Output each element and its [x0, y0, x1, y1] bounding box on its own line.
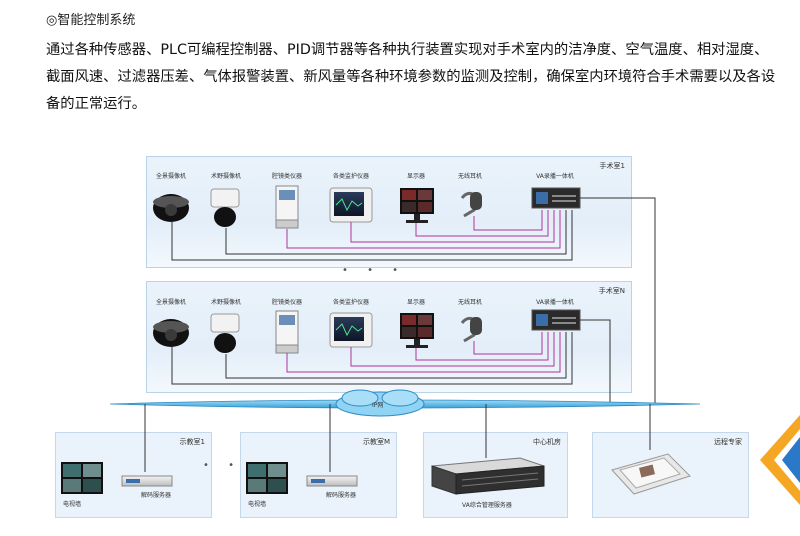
- label-decoder: 解码服务器: [326, 492, 357, 499]
- section-heading: ◎智能控制系统: [46, 13, 136, 28]
- label-decoder: 解码服务器: [141, 492, 172, 499]
- label-panoramic-camera: 全景摄像机: [155, 299, 187, 306]
- corner-decoration-icon: [760, 415, 800, 505]
- field-camera-icon: [210, 188, 240, 227]
- label-display: 显示器: [406, 299, 426, 306]
- label-endoscope: 腔镜类仪器: [271, 299, 303, 306]
- label-display: 显示器: [406, 173, 426, 180]
- tv-wall-icon: [246, 462, 288, 494]
- label-field-camera: 术野摄像机: [210, 173, 242, 180]
- decoder-server-icon: [121, 475, 173, 487]
- ip-network-band: [109, 389, 701, 417]
- label-panoramic-camera: 全景摄像机: [155, 173, 187, 180]
- ellipsis-teaching: • • •: [203, 460, 268, 471]
- rack-server-icon: [431, 457, 545, 495]
- uplink-wires: [580, 197, 656, 404]
- room-title: 手术室1: [599, 162, 625, 170]
- decoder-server-icon: [306, 475, 358, 487]
- va-recorder-icon: [531, 309, 581, 331]
- display-icon: [400, 188, 434, 223]
- downlink-wires: [144, 404, 651, 472]
- wireless-headset-icon: [460, 316, 482, 343]
- label-va-recorder: VA录播一体机: [536, 299, 574, 306]
- room1-av-links: [286, 210, 561, 249]
- room-title: 手术室N: [598, 287, 625, 295]
- ellipsis-rooms: • • •: [342, 265, 407, 276]
- va-recorder-icon: [531, 187, 581, 209]
- tv-wall-icon: [61, 462, 103, 494]
- box-title: 中心机房: [533, 438, 561, 446]
- box-title: 示教室M: [362, 438, 390, 446]
- panoramic-camera-icon: [153, 194, 189, 222]
- display-icon: [400, 313, 434, 348]
- room1-signal-wires: [171, 210, 573, 261]
- label-tv-wall: 电视墙: [63, 501, 82, 508]
- label-field-camera: 术野摄像机: [210, 299, 242, 306]
- label-va-server: VA综合管理服务器: [462, 502, 512, 509]
- ip-network-label: IP网: [372, 402, 384, 409]
- label-endoscope: 腔镜类仪器: [271, 173, 303, 180]
- wireless-headset-icon: [460, 191, 482, 218]
- monitor-instrument-icon: [329, 187, 373, 223]
- roomn-signal-wires: [171, 332, 573, 385]
- roomn-av-links: [286, 332, 561, 373]
- field-camera-icon: [210, 313, 240, 353]
- label-wireless-headset: 无线耳机: [457, 299, 483, 306]
- panoramic-camera-icon: [153, 319, 189, 347]
- monitor-instrument-icon: [329, 312, 373, 348]
- box-title: 示教室1: [179, 438, 205, 446]
- label-wireless-headset: 无线耳机: [457, 173, 483, 180]
- endoscope-icon: [275, 310, 299, 354]
- label-va-recorder: VA录播一体机: [536, 173, 574, 180]
- label-monitor-instrument: 各类监护仪器: [332, 173, 370, 180]
- box-title: 远程专家: [714, 438, 742, 446]
- label-monitor-instrument: 各类监护仪器: [332, 299, 370, 306]
- label-tv-wall: 电视墙: [248, 501, 267, 508]
- tablet-terminal-icon: [611, 453, 691, 495]
- description-paragraph: 通过各种传感器、PLC可编程控制器、PID调节器等各种执行装置实现对手术室内的洁…: [46, 42, 776, 112]
- endoscope-icon: [275, 185, 299, 229]
